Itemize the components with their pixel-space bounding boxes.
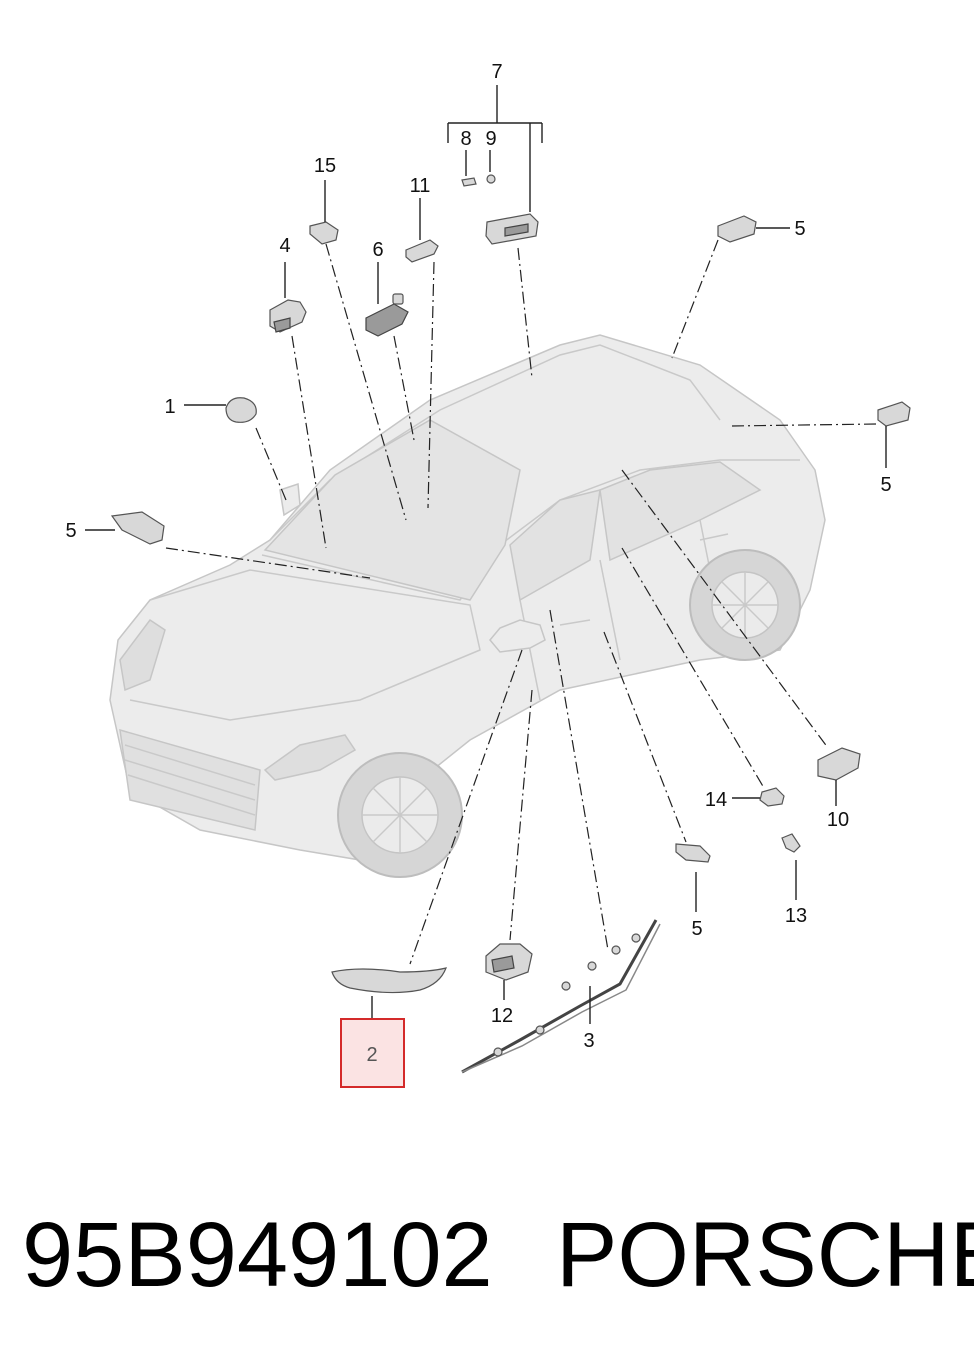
brand-name: PORSCHE [556, 1204, 974, 1306]
part-14-sensor [759, 787, 785, 807]
part-8-clip [461, 177, 477, 187]
callout-5-right: 5 [880, 474, 891, 496]
callout-1: 1 [164, 396, 175, 418]
part-5-sensor-left [110, 511, 165, 545]
footer: 95B949102 PORSCHE [0, 1190, 974, 1320]
part-5-sensor-bottom [675, 843, 711, 863]
callout-12: 12 [491, 1005, 513, 1027]
part-4-sensor [269, 299, 307, 333]
installation-lines [165, 239, 877, 965]
part-10-sensor [817, 747, 861, 781]
callout-5-left: 5 [65, 520, 76, 542]
callout-11: 11 [410, 175, 431, 197]
part-2-turn-signal [331, 967, 447, 994]
highlight-box [340, 1018, 405, 1088]
part-3-wiring-harness [461, 919, 661, 1074]
part-5-sensor-right [877, 401, 911, 427]
part-5-sensor-top-right [717, 215, 757, 243]
parts-diagram: 7 8 9 15 11 4 6 5 1 5 5 14 10 13 5 12 3 … [65, 61, 911, 1088]
part-7-sensor [485, 213, 539, 245]
callout-4: 4 [279, 235, 290, 257]
callout-13: 13 [785, 905, 807, 927]
callout-7: 7 [491, 61, 502, 83]
car-illustration [109, 334, 826, 878]
callout-15: 15 [314, 155, 336, 177]
callout-5-bottom: 5 [691, 918, 702, 940]
part-11-sensor [405, 239, 439, 263]
callout-5-top-right: 5 [794, 218, 805, 240]
leader-lines [85, 180, 887, 1024]
part-number: 95B949102 [22, 1204, 493, 1306]
callout-8: 8 [460, 128, 471, 150]
callout-3: 3 [583, 1030, 594, 1052]
callout-10: 10 [827, 809, 849, 831]
part-1-sensor [225, 397, 257, 423]
callout-2: 2 [366, 1044, 377, 1066]
part-6-sensor [365, 293, 409, 337]
part-12-sensor [485, 943, 533, 981]
callout-6: 6 [372, 239, 383, 261]
part-15-sensor [309, 221, 339, 245]
bracket-7 [447, 85, 543, 212]
part-9-clip [486, 174, 496, 184]
part-13-sensor [781, 833, 801, 853]
callout-9: 9 [485, 128, 496, 150]
callout-labels: 7 8 9 15 11 4 6 5 1 5 5 14 10 13 5 12 3 … [65, 61, 891, 1066]
callout-14: 14 [705, 789, 727, 811]
